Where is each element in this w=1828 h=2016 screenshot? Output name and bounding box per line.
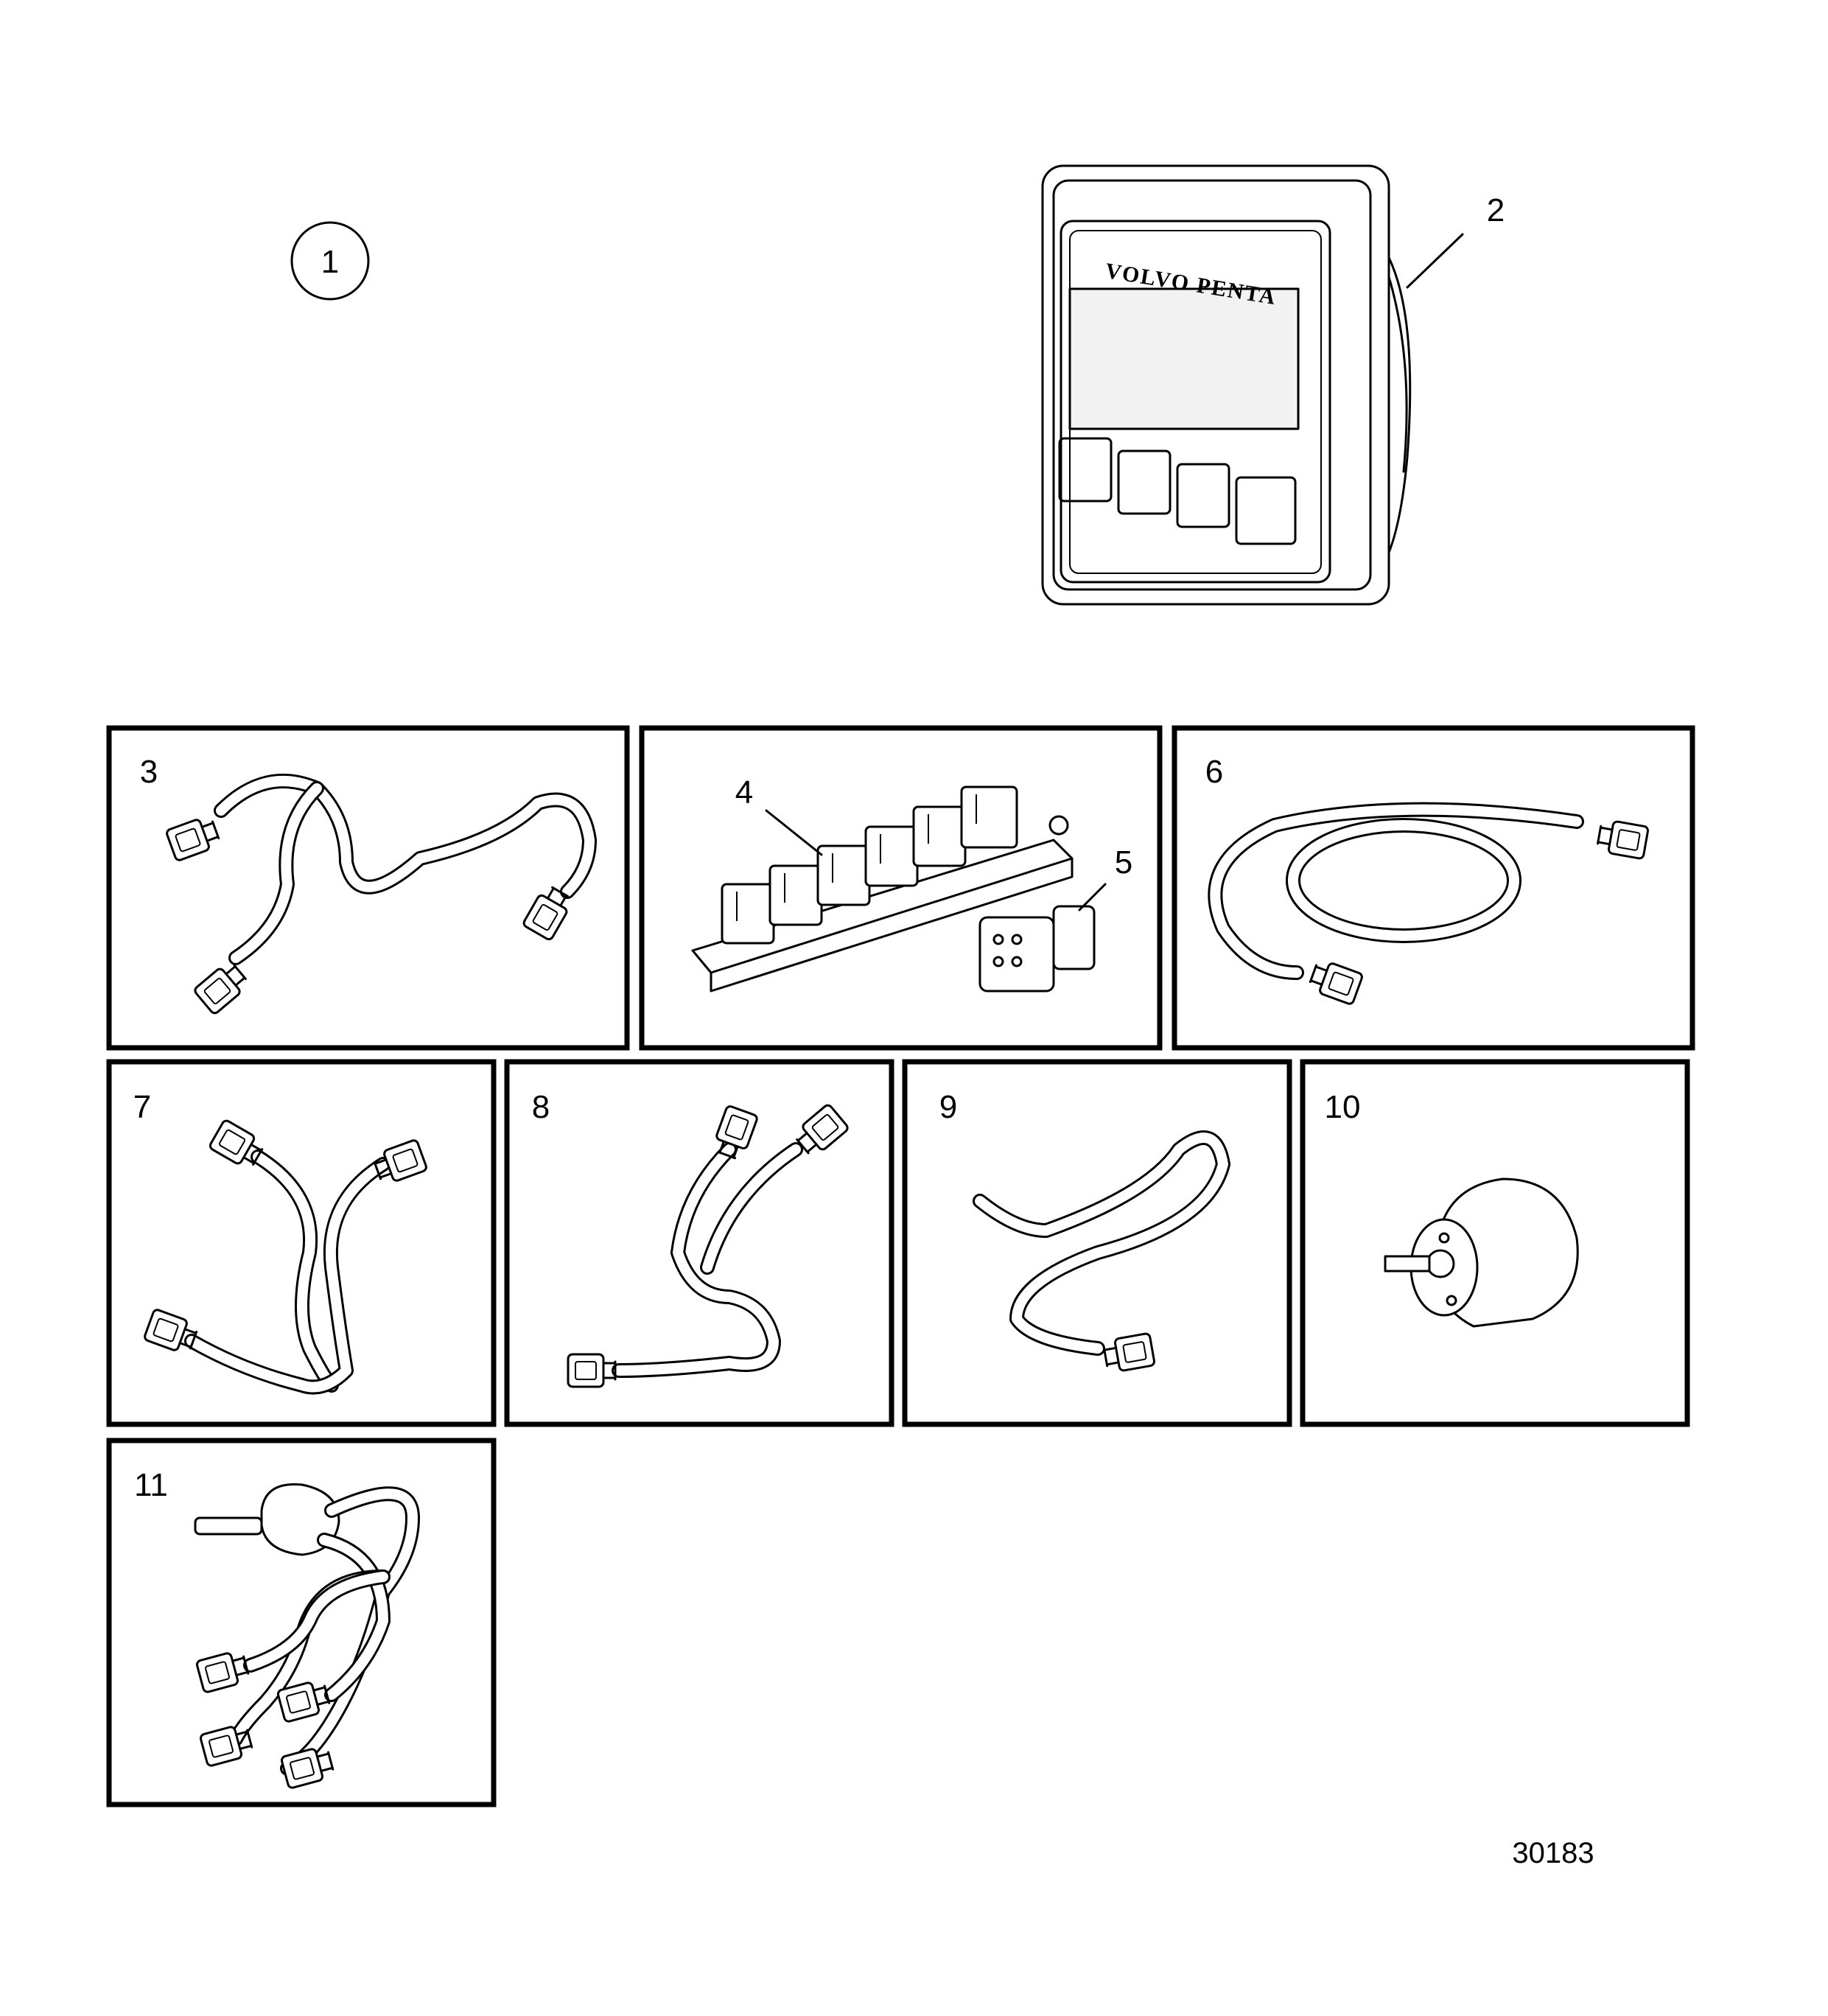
item-6-label: 6 (1205, 754, 1223, 790)
item-11-connector-a (195, 1648, 251, 1694)
item-2-leader (1406, 233, 1464, 289)
item-1-circle (290, 221, 370, 301)
item-3-connector-b (192, 958, 252, 1016)
item-1-callout: 1 (290, 221, 370, 301)
item-9-connector (1102, 1331, 1156, 1375)
item-4-label: 4 (735, 774, 753, 811)
display-softkey-2 (1117, 449, 1172, 515)
item-8-connector-c (567, 1353, 617, 1388)
item-10-panel: 10 (1300, 1059, 1690, 1427)
item-2-display-unit: VOLVO PENTA 2 (1041, 164, 1505, 606)
display-softkey-1 (1058, 437, 1113, 503)
item-7-frame (106, 1059, 497, 1427)
item-8-panel: 8 (504, 1059, 894, 1427)
item-4-5-panel: 4 5 (639, 725, 1163, 1051)
item-5-leader (1078, 883, 1107, 911)
item-11-connector-d (279, 1743, 336, 1790)
item-8-label: 8 (532, 1089, 550, 1125)
item-8-connector-a (710, 1104, 760, 1162)
item-1-label: 1 (321, 244, 339, 280)
item-3-label: 3 (140, 754, 158, 790)
item-4-leader (765, 809, 823, 856)
item-11-sensor-shaft (194, 1516, 263, 1536)
item-2-label: 2 (1487, 192, 1505, 228)
item-6-connector-b (1306, 957, 1365, 1007)
item-5-plug (978, 905, 1096, 993)
item-7-panel: 7 (106, 1059, 497, 1427)
display-softkey-3 (1176, 463, 1230, 528)
item-4-sockets (721, 785, 1018, 945)
item-8-frame (504, 1059, 894, 1427)
item-6-frame (1172, 725, 1695, 1051)
item-7-connector-b (371, 1138, 429, 1187)
item-3-panel: 3 (106, 725, 630, 1051)
item-10-frame (1300, 1059, 1690, 1427)
item-6-connector-a (1595, 817, 1650, 861)
item-11-panel: 11 (106, 1438, 497, 1807)
display-screen (1068, 287, 1300, 430)
item-11-label: 11 (134, 1467, 168, 1503)
item-9-frame (902, 1059, 1292, 1427)
item-9-panel: 9 (902, 1059, 1292, 1427)
item-7-connector-c (142, 1307, 200, 1357)
item-10-shaft (1384, 1255, 1431, 1273)
item-9-label: 9 (939, 1089, 957, 1125)
item-10-label: 10 (1325, 1089, 1361, 1125)
item-11-frame (106, 1438, 497, 1807)
figure-number: 30183 (1512, 1837, 1594, 1869)
item-7-label: 7 (133, 1089, 151, 1125)
display-softkey-4 (1235, 476, 1297, 545)
item-3-connector-a (164, 813, 223, 863)
item-6-panel: 6 (1172, 725, 1695, 1051)
item-3-frame (106, 725, 630, 1051)
item-4-5-frame (639, 725, 1163, 1051)
item-5-label: 5 (1115, 844, 1132, 881)
